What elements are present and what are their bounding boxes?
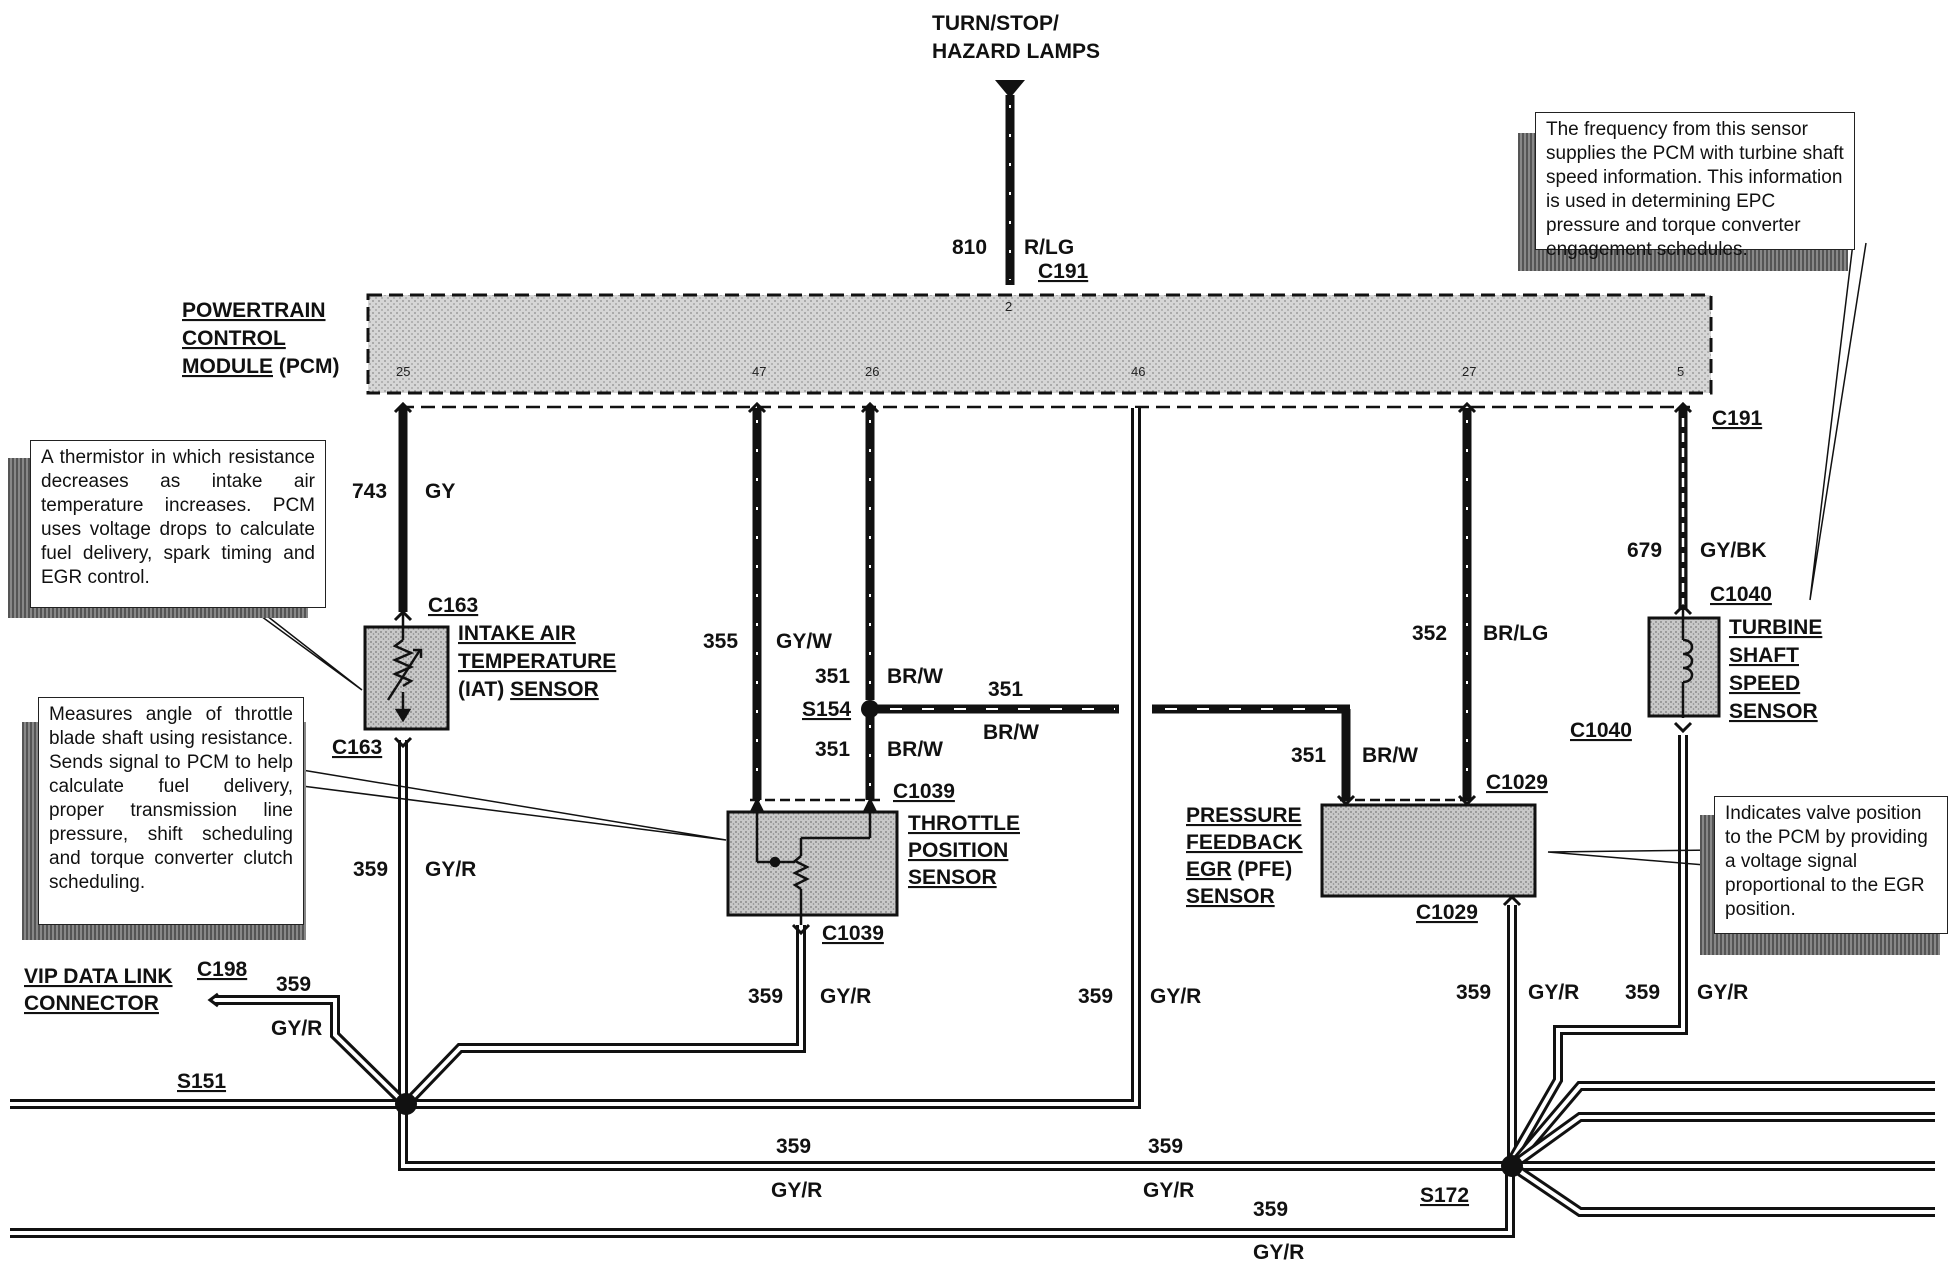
- ground-wires: [10, 408, 1935, 1238]
- source-circuit-color: R/LG: [1024, 236, 1074, 259]
- connector-c1039-top: C1039: [893, 780, 955, 803]
- connector-c1040-top: C1040: [1710, 583, 1772, 606]
- circuit-359-bus-b-number: 359: [1148, 1135, 1183, 1158]
- circuit-351-span-color: BR/W: [983, 721, 1039, 744]
- source-label-line1: TURN/STOP/: [932, 12, 1059, 35]
- circuit-359-bus-c-number: 359: [1253, 1198, 1288, 1221]
- circuit-352-color: BR/LG: [1483, 622, 1548, 645]
- circuit-359-bus-c-color: GY/R: [1253, 1241, 1304, 1264]
- circuit-359-iat-color: GY/R: [425, 858, 476, 881]
- circuit-679-number: 679: [1627, 539, 1662, 562]
- circuit-359-pfe-color: GY/R: [1528, 981, 1579, 1004]
- circuit-351-span-number: 351: [988, 678, 1023, 701]
- circuit-359-pcm-color: GY/R: [1150, 985, 1201, 1008]
- connector-chevrons: [207, 401, 1693, 1008]
- circuit-359-bus-b-color: GY/R: [1143, 1179, 1194, 1202]
- thermistor-icon: [386, 612, 423, 723]
- tss-name-line3: SPEED: [1729, 672, 1800, 695]
- pcm-title-line2: CONTROL: [182, 327, 286, 350]
- potentiometer-icon: [748, 797, 879, 925]
- connector-c1040-bottom: C1040: [1570, 719, 1632, 742]
- tss-name-line4: SENSOR: [1729, 700, 1818, 723]
- circuit-743-number: 743: [352, 480, 387, 503]
- circuit-359-tss-number: 359: [1625, 981, 1660, 1004]
- circuit-743-color: GY: [425, 480, 455, 503]
- circuit-359-pcm-number: 359: [1078, 985, 1113, 1008]
- iat-note: A thermistor in which resistance decreas…: [30, 440, 326, 608]
- circuit-351-lower-color: BR/W: [887, 738, 943, 761]
- circuit-355-number: 355: [703, 630, 738, 653]
- tps-name-line1: THROTTLE: [908, 812, 1020, 835]
- circuit-351-pfe-number: 351: [1291, 744, 1326, 767]
- tss-note: The frequency from this sensor supplies …: [1535, 112, 1855, 260]
- connector-c163-top: C163: [428, 594, 478, 617]
- pcm-pin-27: 27: [1462, 364, 1476, 379]
- connector-c163-bottom: C163: [332, 736, 382, 759]
- connector-c1029-top: C1029: [1486, 771, 1548, 794]
- circuit-355-color: GY/W: [776, 630, 832, 653]
- pcm-module: [366, 293, 1713, 395]
- splice-s154-label: S154: [802, 698, 851, 721]
- tps-note: Measures angle of throttle blade shaft u…: [38, 697, 304, 925]
- circuit-351-upper-number: 351: [815, 665, 850, 688]
- pcm-title-line3: MODULE (PCM): [182, 355, 340, 378]
- source-connector: C191: [1038, 260, 1089, 283]
- splice-s172-label: S172: [1420, 1184, 1469, 1207]
- circuit-359-tss-color: GY/R: [1697, 981, 1748, 1004]
- tss-name-line1: TURBINE: [1729, 616, 1822, 639]
- source-circuit-810: [995, 80, 1025, 285]
- circuit-359-pfe-number: 359: [1456, 981, 1491, 1004]
- pfe-sensor-body: [1320, 803, 1537, 898]
- source-arrow-icon: [995, 80, 1025, 98]
- splice-s154-dot: [861, 700, 879, 718]
- source-label-line2: HAZARD LAMPS: [932, 40, 1100, 63]
- tps-sensor-body: [726, 810, 899, 917]
- connector-c1039-bottom: C1039: [822, 922, 884, 945]
- pfe-name-line1: PRESSURE: [1186, 804, 1302, 827]
- pcm-pin-26: 26: [865, 364, 879, 379]
- pcm-pin-46: 46: [1131, 364, 1145, 379]
- connector-c1029-bottom: C1029: [1416, 901, 1478, 924]
- tss-name-line2: SHAFT: [1729, 644, 1799, 667]
- callout-pointers: [249, 242, 1867, 867]
- wire-351-span: [878, 704, 1351, 800]
- iat-name-line1: INTAKE AIR: [458, 622, 576, 645]
- circuit-359-tps-color: GY/R: [820, 985, 871, 1008]
- iat-name-line2: TEMPERATURE: [458, 650, 616, 673]
- circuit-352-number: 352: [1412, 622, 1447, 645]
- coil-icon: [1681, 610, 1694, 718]
- pfe-name-line4: SENSOR: [1186, 885, 1275, 908]
- tps-name-line2: POSITION: [908, 839, 1008, 862]
- pcm-pin-47: 47: [752, 364, 766, 379]
- circuit-351-upper-color: BR/W: [887, 665, 943, 688]
- pcm-pin-5: 5: [1677, 364, 1684, 379]
- circuit-359-bus-a-number: 359: [776, 1135, 811, 1158]
- splice-s151-dot: [395, 1093, 417, 1115]
- connector-c198: C198: [197, 958, 248, 981]
- circuit-351-pfe-color: BR/W: [1362, 744, 1418, 767]
- pfe-note: Indicates valve position to the PCM by p…: [1714, 796, 1948, 934]
- splice-s151-label: S151: [177, 1070, 226, 1093]
- circuit-359-vip-color: GY/R: [271, 1017, 322, 1040]
- circuit-359-tps-number: 359: [748, 985, 783, 1008]
- splice-s172-dot: [1501, 1155, 1523, 1177]
- circuit-359-bus-a-color: GY/R: [771, 1179, 822, 1202]
- pcm-pin-source: 2: [1005, 299, 1012, 314]
- vip-name-line2: CONNECTOR: [24, 992, 159, 1015]
- circuit-359-vip-number: 359: [276, 973, 311, 996]
- pfe-name-line3: EGR (PFE): [1186, 858, 1292, 881]
- pfe-name-line2: FEEDBACK: [1186, 831, 1303, 854]
- pcm-bottom-connector: C191: [1712, 407, 1763, 430]
- circuit-351-lower-number: 351: [815, 738, 850, 761]
- circuit-679-color: GY/BK: [1700, 539, 1767, 562]
- pcm-pin-25: 25: [396, 364, 410, 379]
- iat-name-line3: (IAT) SENSOR: [458, 678, 599, 701]
- tps-name-line3: SENSOR: [908, 866, 997, 889]
- pcm-title-line1: POWERTRAIN: [182, 299, 326, 322]
- circuit-359-iat-number: 359: [353, 858, 388, 881]
- source-circuit-number: 810: [952, 236, 987, 259]
- vip-name-line1: VIP DATA LINK: [24, 965, 173, 988]
